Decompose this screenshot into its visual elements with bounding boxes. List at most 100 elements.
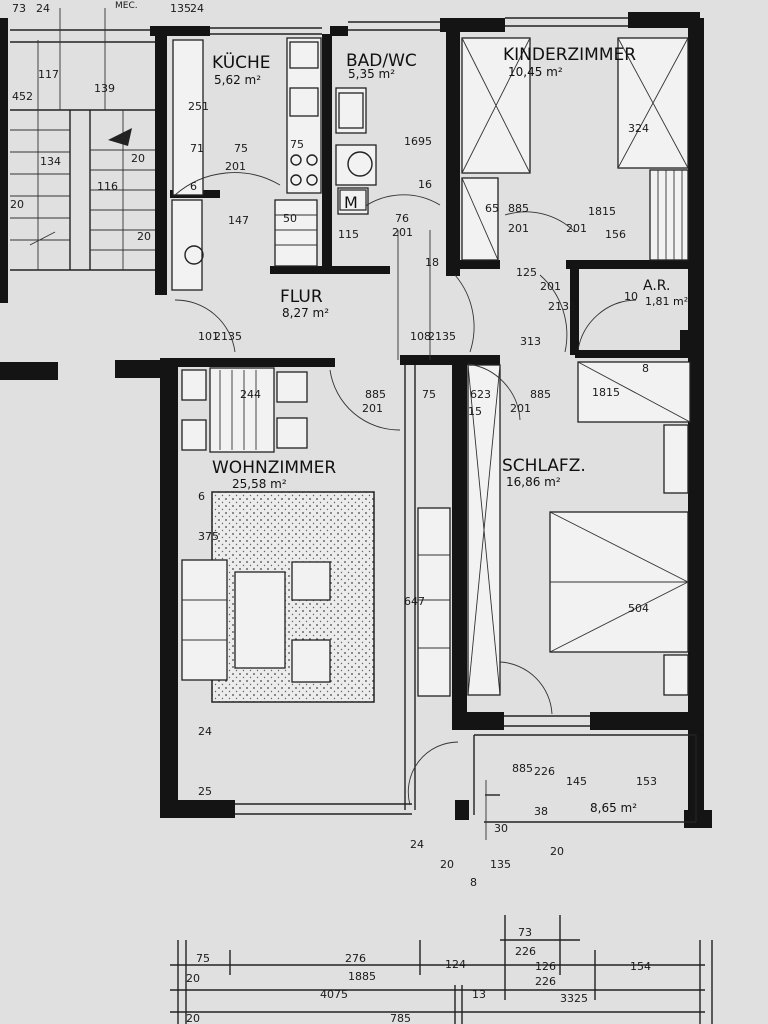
dim-top-left-0: 73 xyxy=(12,2,26,15)
dim-hall-0: 101 xyxy=(198,330,219,343)
room-name-kinderzimmer: KINDERZIMMER xyxy=(503,45,636,65)
room-area-balkon: 8,65 m² xyxy=(590,801,637,815)
room-area-kueche: 5,62 m² xyxy=(214,73,261,87)
room-name-flur: FLUR xyxy=(280,287,323,307)
dim-balcony-3: 153 xyxy=(636,775,657,788)
dim-living-7: 25 xyxy=(198,785,212,798)
balcony xyxy=(407,734,697,840)
dim-stair-5: 116 xyxy=(97,180,118,193)
dim-bed-6: 8 xyxy=(642,362,649,375)
dim-bath-1: 16 xyxy=(418,178,432,191)
room-area-bad: 5,35 m² xyxy=(348,67,395,81)
dim-living-6: 24 xyxy=(198,725,212,738)
dim-top-left-2: 135 xyxy=(170,2,191,15)
dim-stair-0: 452 xyxy=(12,90,33,103)
dim-stair-1: 117 xyxy=(38,68,59,81)
dim-hall-6: 201 xyxy=(508,222,529,235)
dim-bottom-3-1: 13 xyxy=(472,988,486,1001)
dim-bed-1: 885 xyxy=(530,388,551,401)
dim-hall-7: 2135 xyxy=(548,300,576,313)
dim-bath-3: 201 xyxy=(392,226,413,239)
dim-kitchen-6: 75 xyxy=(290,138,304,151)
dim-balcony-10: 20 xyxy=(550,845,564,858)
dim-living-5: 6 xyxy=(198,490,205,503)
dim-bottom-2-3: 154 xyxy=(630,960,651,973)
stairwell xyxy=(0,8,155,303)
dim-kids-1: 201 xyxy=(566,222,587,235)
room-name-kueche: KÜCHE xyxy=(212,51,271,73)
dim-balcony-6: 24 xyxy=(410,838,424,851)
dim-stair-2: 139 xyxy=(94,82,115,95)
bedroom xyxy=(467,361,691,715)
top-corner-label: MEC. xyxy=(115,1,138,11)
hallway xyxy=(174,230,637,360)
dim-bottom-3-0: 4075 xyxy=(320,988,348,1001)
walls xyxy=(0,12,712,828)
living-room xyxy=(181,365,451,810)
dim-stair-6: 20 xyxy=(10,198,24,211)
dim-kids-2: 65 xyxy=(485,202,499,215)
dimension-chains xyxy=(170,915,713,1024)
room-area-flur: 8,27 m² xyxy=(282,306,329,320)
dim-hall-4: 18 xyxy=(425,256,439,269)
dim-kitchen-4: 147 xyxy=(228,214,249,227)
dim-bottom-2-4: 226 xyxy=(535,975,556,988)
dim-kids-4: 156 xyxy=(605,228,626,241)
dim-bottom-3-2: 3325 xyxy=(560,992,588,1005)
dim-balcony-9: 135 xyxy=(490,858,511,871)
dim-kids-3: 1815 xyxy=(588,205,616,218)
dim-kitchen-5: 50 xyxy=(283,212,297,225)
dim-bed-3: 201 xyxy=(510,402,531,415)
dim-living-4: 375 xyxy=(198,530,219,543)
dim-bottom-2-0: 20 xyxy=(186,972,200,985)
room-area-schlafzimmer: 16,86 m² xyxy=(506,475,561,489)
dim-bath-2: 76 xyxy=(395,212,409,225)
room-name-wohnzimmer: WOHNZIMMER xyxy=(212,458,336,478)
dim-top-left-3: 24 xyxy=(190,2,204,15)
room-area-kinderzimmer: 10,45 m² xyxy=(508,65,563,79)
dim-balcony-4: 38 xyxy=(534,805,548,818)
dim-balcony-7: 20 xyxy=(440,858,454,871)
dim-living-0: 244 xyxy=(240,388,261,401)
meter-box xyxy=(339,189,367,211)
dim-bottom-1-4: 226 xyxy=(515,945,536,958)
dim-bed-5: 504 xyxy=(628,602,649,615)
dim-kitchen-2: 201 xyxy=(225,160,246,173)
dim-kids-6: 125 xyxy=(516,266,537,279)
dim-kitchen-1: 71 xyxy=(190,142,204,155)
dim-kitchen-3: 6 xyxy=(190,180,197,193)
dim-hall-5: 885 xyxy=(508,202,529,215)
dim-bed-0: 623 xyxy=(470,388,491,401)
dim-bottom-4-0: 20 xyxy=(186,1012,200,1024)
dim-kitchen-7: 75 xyxy=(234,142,248,155)
dim-stair-7: 20 xyxy=(137,230,151,243)
dim-bottom-2-2: 126 xyxy=(535,960,556,973)
dim-bottom-1-2: 124 xyxy=(445,958,466,971)
dim-bottom-1-1: 276 xyxy=(345,952,366,965)
windows xyxy=(210,17,628,815)
dim-bath-0: 1695 xyxy=(404,135,432,148)
dim-hall-1: 2135 xyxy=(214,330,242,343)
dim-bed-4: 1815 xyxy=(592,386,620,399)
dim-kids-5: 324 xyxy=(628,122,649,135)
kitchen xyxy=(171,37,322,291)
dim-bottom-2-1: 1885 xyxy=(348,970,376,983)
room-name-schlafzimmer: SCHLAFZ. xyxy=(502,456,586,476)
dim-balcony-0: 885 xyxy=(512,762,533,775)
dim-bath-4: 115 xyxy=(338,228,359,241)
dim-bottom-4-1: 785 xyxy=(390,1012,411,1024)
dim-kitchen-0: 251 xyxy=(188,100,209,113)
dim-living-2: 201 xyxy=(362,402,383,415)
dim-stair-3: 20 xyxy=(131,152,145,165)
dim-living-1: 885 xyxy=(365,388,386,401)
dim-kids-7: 201 xyxy=(540,280,561,293)
room-name-abstellraum: A.R. xyxy=(643,278,670,294)
dim-hall-3: 2135 xyxy=(428,330,456,343)
dim-bed-2: 15 xyxy=(468,405,482,418)
dim-balcony-1: 226 xyxy=(534,765,555,778)
dim-ar-1: 313 xyxy=(520,335,541,348)
dim-bottom-1-3: 73 xyxy=(518,926,532,939)
dim-living-8: 647 xyxy=(404,595,425,608)
dim-stair-4: 134 xyxy=(40,155,61,168)
